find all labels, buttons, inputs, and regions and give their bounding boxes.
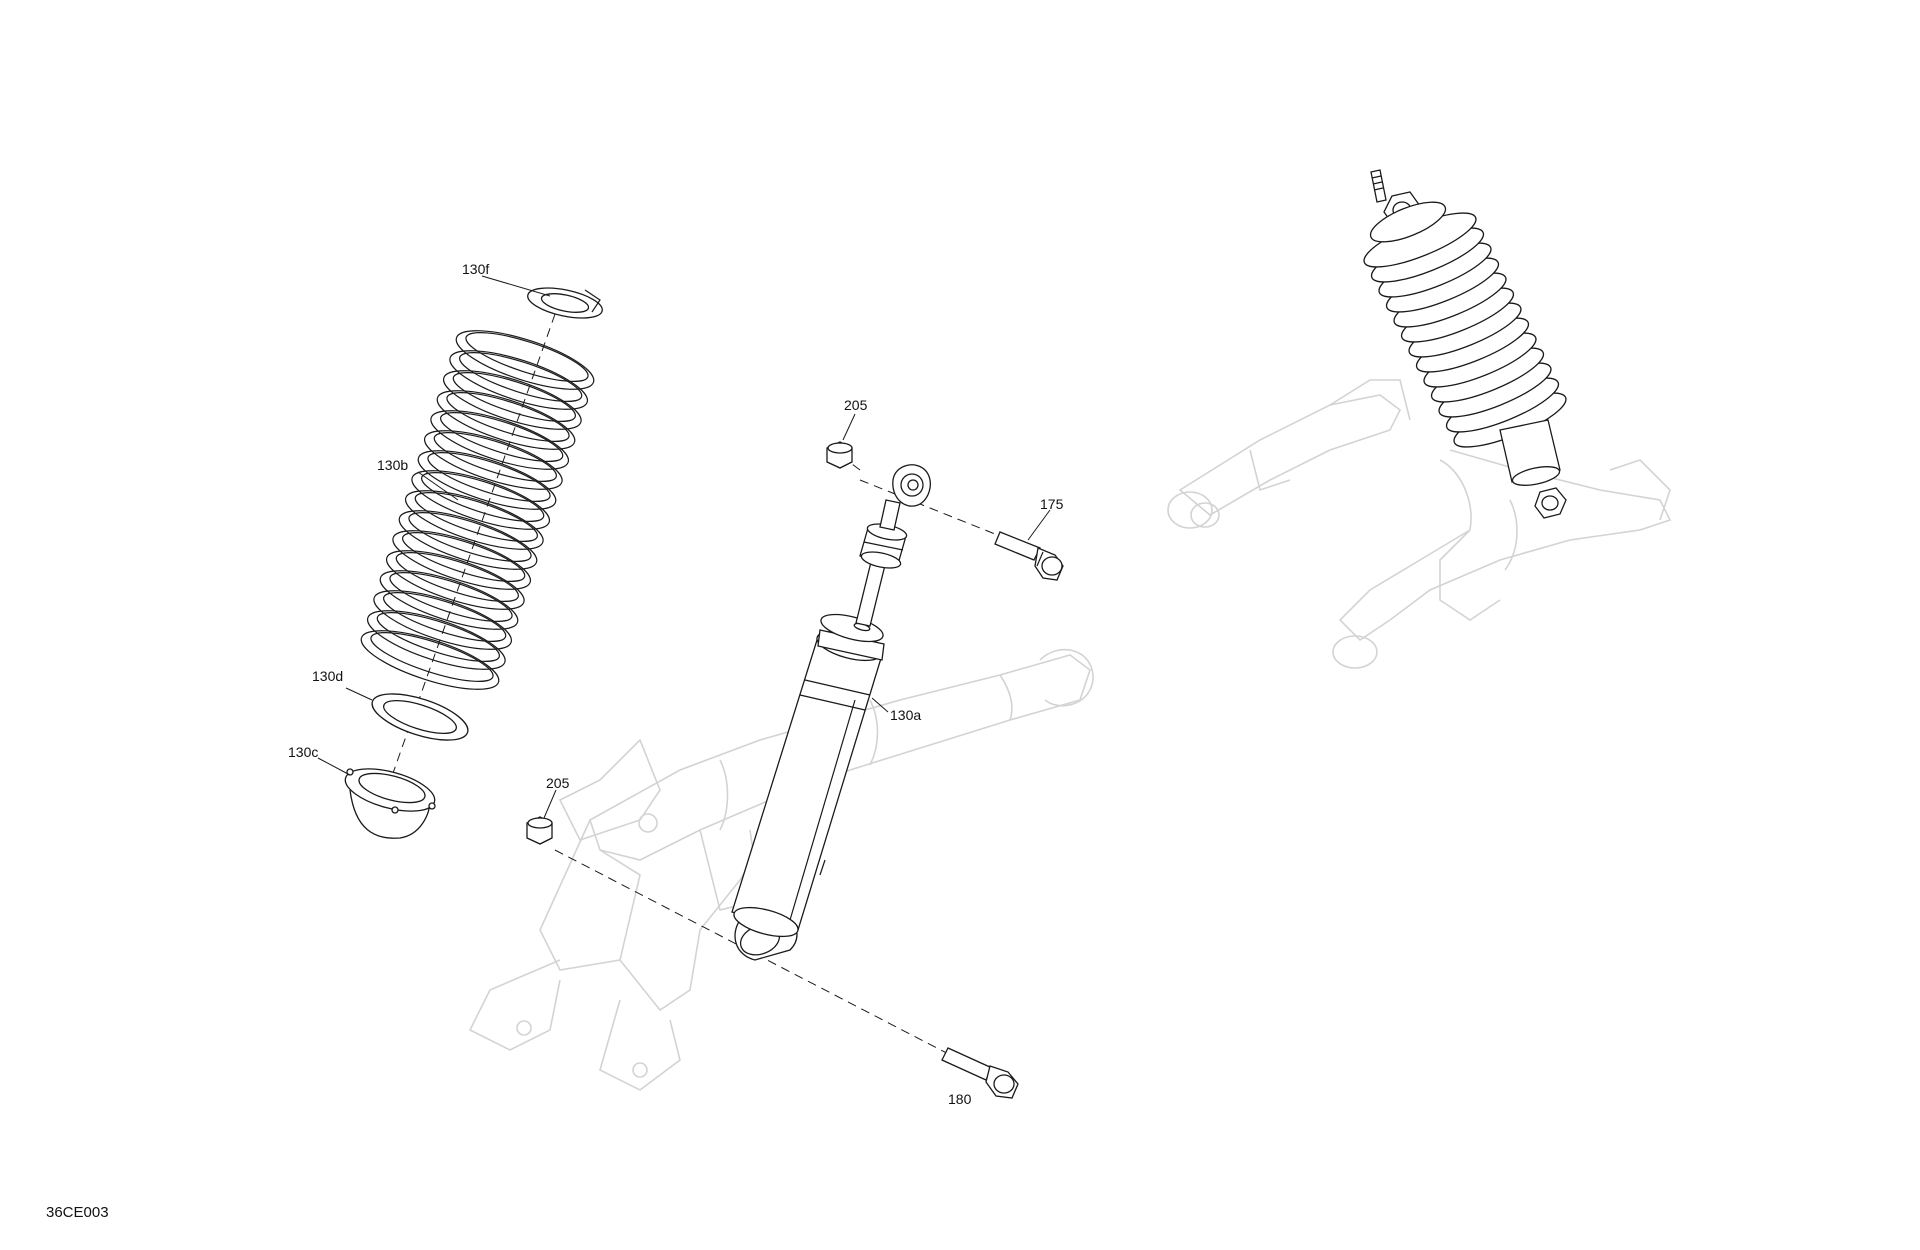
figure-code: 36CE003 (46, 1204, 109, 1221)
callout-130c: 130c (288, 744, 319, 760)
spring-coil-inner (459, 352, 583, 402)
assembled-shock-right (1363, 169, 1567, 519)
coil-spring-130b (360, 330, 595, 690)
spring-coil-inner (440, 412, 564, 462)
spring-coil-inner (402, 532, 526, 582)
shock-absorber-130a (731, 464, 931, 961)
spring-coil (442, 370, 582, 430)
spring-coil-inner (452, 372, 576, 422)
spring-coil-inner (421, 472, 545, 522)
spring-coil (404, 490, 544, 550)
spring-coil (436, 390, 576, 450)
spring-coil-inner (433, 432, 557, 482)
spring-seat-washer-130d (371, 693, 469, 741)
callout-205-upper: 205 (844, 397, 868, 413)
upper-flange-nut-205 (826, 441, 853, 469)
swing-arm-ghost-center (468, 648, 1094, 1091)
callout-180: 180 (948, 1091, 972, 1107)
spring-coil-inner (389, 572, 513, 622)
spring-coil (385, 550, 525, 610)
spring-coil (366, 610, 506, 670)
spring-coil-inner (465, 332, 589, 382)
spring-coil-inner (383, 592, 507, 642)
upper-bolt-axis-line (859, 479, 1011, 541)
spring-retainer-clip-130f (527, 287, 603, 319)
lower-flange-nut-205 (526, 816, 553, 845)
spring-coil (430, 410, 570, 470)
spring-coil (360, 630, 500, 690)
lower-bolt-180 (941, 1047, 1019, 1099)
assembled-spring-top-cap (1369, 201, 1447, 243)
spring-coil (417, 450, 557, 510)
spring-coil (398, 510, 538, 570)
callout-130b: 130b (377, 457, 409, 473)
callout-205-lower: 205 (546, 775, 570, 791)
callout-130a: 130a (890, 707, 922, 723)
spring-adjuster-ring-130c (344, 768, 436, 839)
spring-coil-inner (408, 512, 532, 562)
spring-coil-inner (370, 632, 494, 682)
spring-coil-inner (414, 492, 538, 542)
spring-coil (423, 430, 563, 490)
spring-coil (373, 590, 513, 650)
callout-175: 175 (1040, 496, 1064, 512)
spring-coil (449, 350, 589, 410)
spring-coil-inner (446, 392, 570, 442)
spring-coil (392, 530, 532, 590)
spring-coil (411, 470, 551, 530)
upper-bolt-175 (994, 531, 1064, 581)
callout-130f: 130f (462, 261, 490, 277)
spring-coil (379, 570, 519, 630)
spring-coil-inner (376, 612, 500, 662)
callout-130d: 130d (312, 668, 344, 684)
swing-arm-ghost-right (1167, 379, 1672, 669)
spring-coil (455, 330, 595, 390)
spring-coil-inner (395, 552, 519, 602)
spring-coil-inner (427, 452, 551, 502)
